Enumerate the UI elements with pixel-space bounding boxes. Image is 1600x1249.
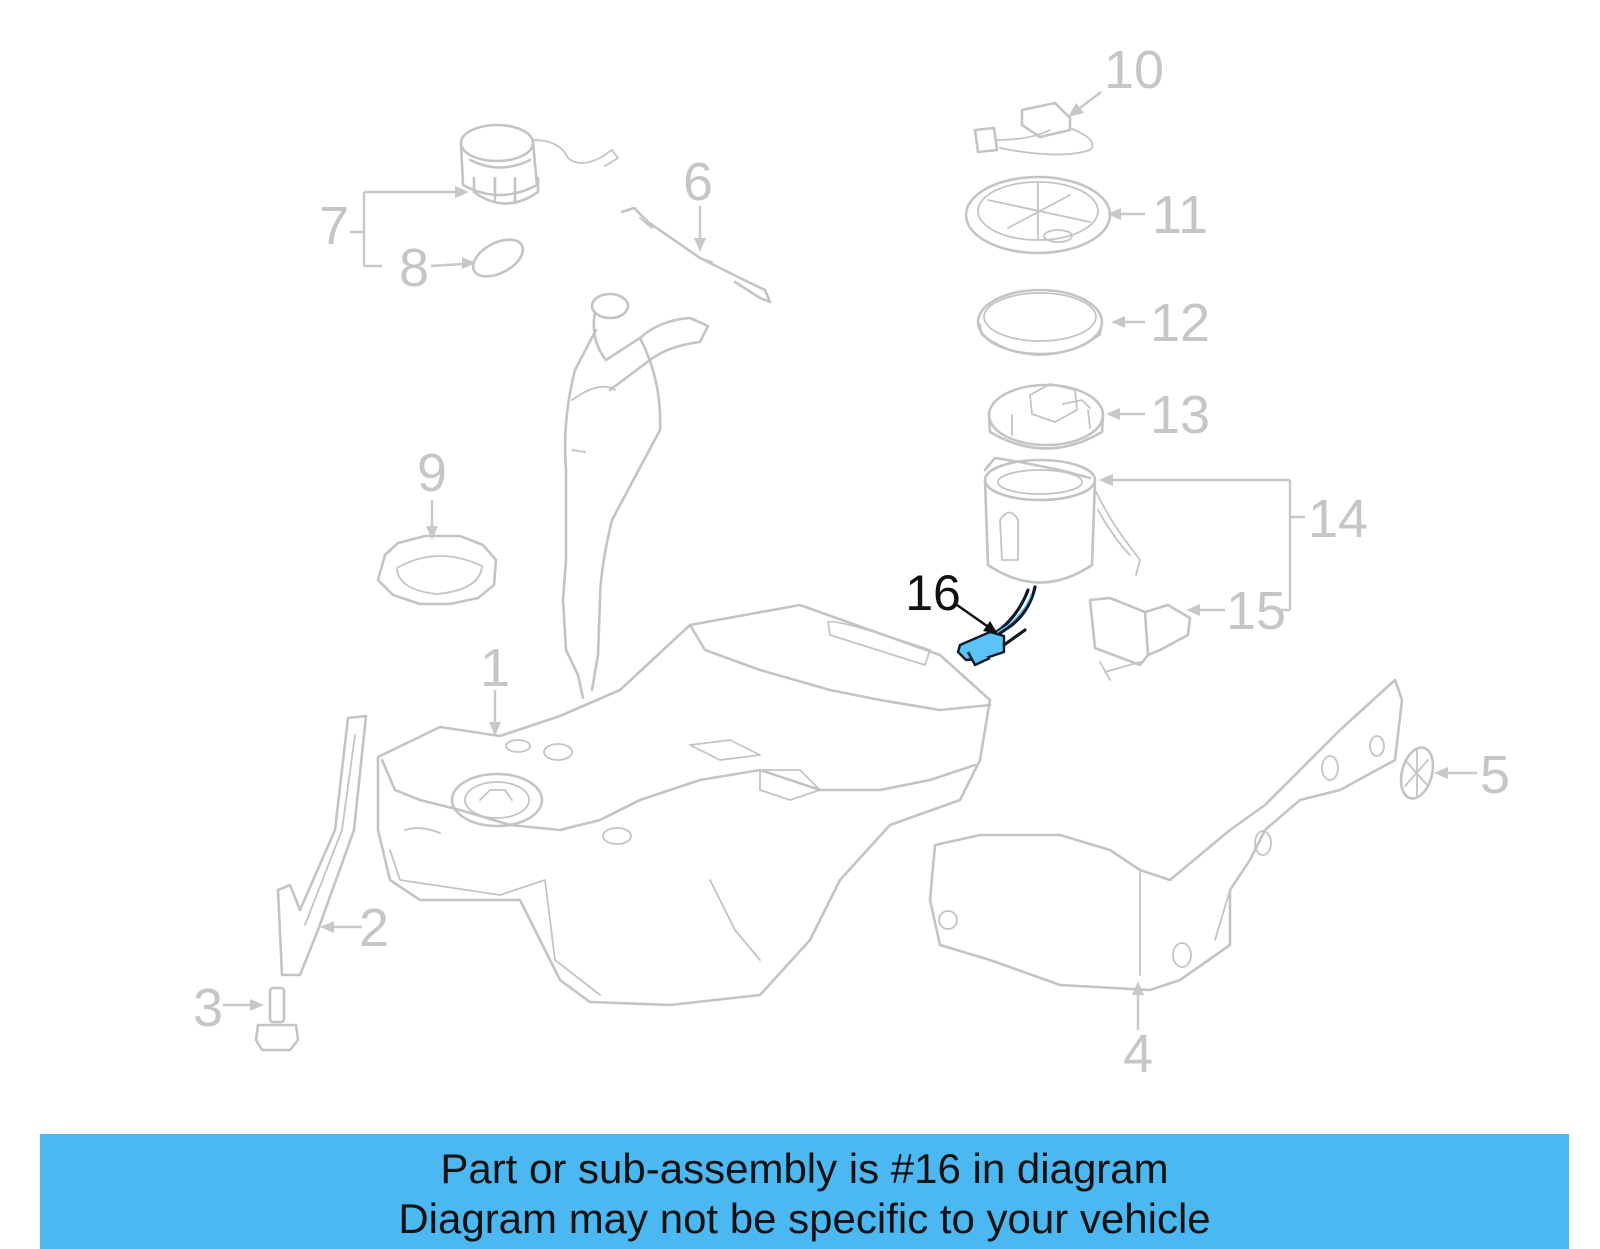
info-banner: Part or sub-assembly is #16 in diagram D… [40, 1134, 1569, 1249]
callout-7: 7 [319, 196, 349, 256]
leader-lines [223, 91, 1477, 1030]
pump-seal [976, 288, 1104, 356]
callout-8: 8 [399, 238, 429, 298]
callout-labels: 1 2 3 4 5 6 7 8 9 10 11 12 13 14 15 16 [193, 40, 1510, 1084]
mounting-bolt [254, 986, 300, 1052]
callout-11: 11 [1152, 185, 1208, 245]
callout-15: 15 [1226, 581, 1286, 641]
callout-9: 9 [417, 443, 447, 503]
sender-connector [973, 101, 1094, 156]
wiring-harness-highlight [956, 585, 1037, 667]
heat-shield [928, 678, 1404, 992]
tank-strap-left [276, 714, 368, 977]
fuel-tank [376, 603, 992, 1007]
callout-2: 2 [359, 898, 389, 958]
drain-plug [1399, 746, 1435, 800]
callout-1: 1 [480, 638, 510, 698]
lock-ring [376, 534, 498, 606]
callout-5: 5 [1480, 745, 1510, 805]
pump-bracket [1088, 596, 1192, 681]
fuel-pump-module [983, 456, 1141, 584]
banner-line-part-number: Part or sub-assembly is #16 in diagram [440, 1145, 1169, 1192]
callout-6: 6 [683, 152, 713, 212]
callout-16: 16 [905, 565, 961, 621]
fuel-cap [459, 123, 619, 205]
callout-14: 14 [1308, 489, 1368, 549]
vent-hose [620, 206, 772, 304]
cap-seal-ring [471, 238, 525, 278]
pump-lock-ring [964, 175, 1112, 255]
filler-neck [561, 292, 710, 700]
callout-13: 13 [1150, 385, 1210, 445]
callout-3: 3 [193, 978, 223, 1038]
callout-12: 12 [1150, 293, 1210, 353]
pump-flange [987, 383, 1105, 450]
callout-4: 4 [1123, 1024, 1153, 1084]
banner-line-disclaimer: Diagram may not be specific to your vehi… [398, 1195, 1211, 1242]
callout-10: 10 [1104, 40, 1164, 100]
